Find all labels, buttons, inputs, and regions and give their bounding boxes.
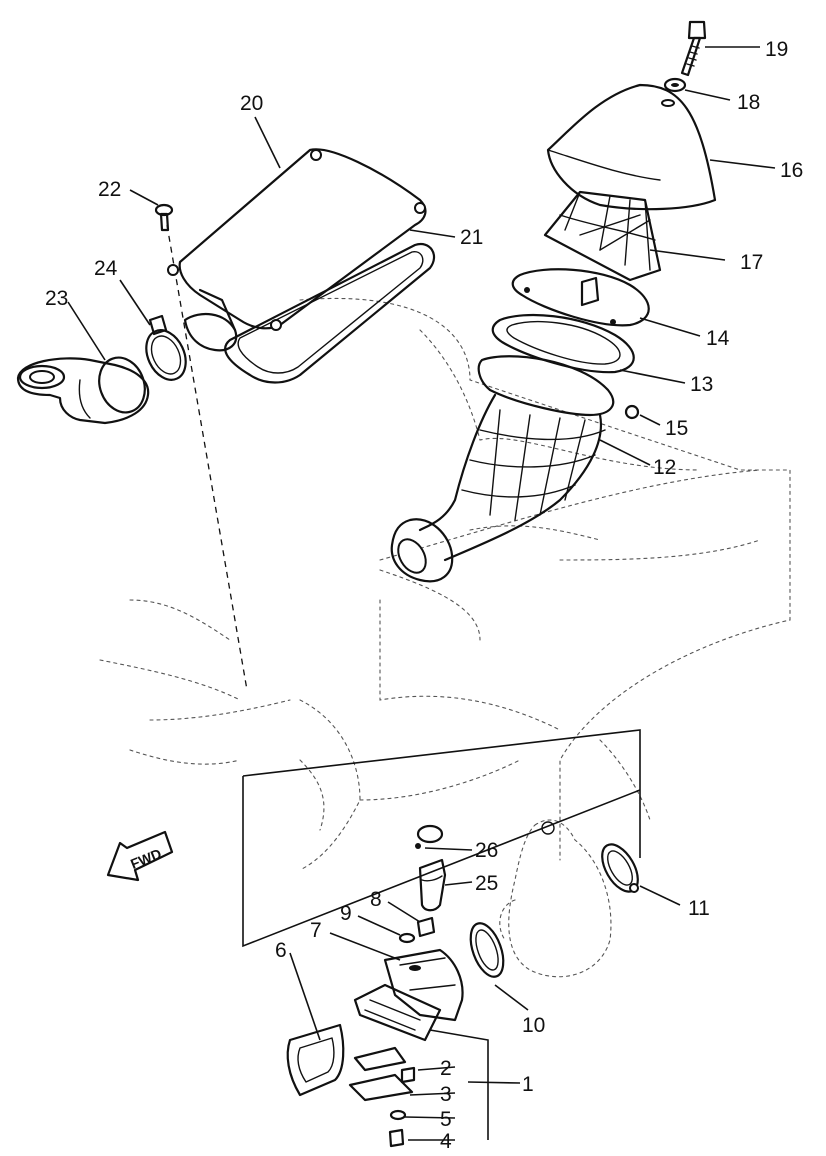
part-13-gasket — [491, 313, 635, 374]
label-part-11: 11 — [688, 897, 710, 920]
part-12-intake-duct — [390, 355, 615, 583]
part-15-nut — [624, 404, 640, 420]
label-part-2: 2 — [440, 1057, 452, 1080]
part-17-frame — [543, 190, 662, 282]
leader-lines — [67, 46, 776, 1141]
part-5-washer — [389, 1109, 407, 1121]
part-4-screw — [388, 1128, 405, 1148]
part-14-plate — [511, 268, 650, 327]
part-8-screw — [416, 916, 436, 938]
fwd-direction-arrow: FWD — [106, 830, 174, 882]
part-16-cone-cover — [546, 83, 717, 211]
part-9-spring — [398, 932, 416, 944]
label-part-6: 6 — [275, 939, 287, 962]
hull-background — [99, 297, 791, 871]
part-18-washer — [663, 77, 687, 93]
label-part-7: 7 — [310, 919, 322, 942]
fwd-label: FWD — [128, 845, 164, 872]
label-part-20: 20 — [240, 92, 263, 115]
part-24-clamp — [145, 314, 187, 381]
label-part-24: 24 — [94, 257, 118, 280]
label-part-8: 8 — [370, 888, 382, 911]
part-6-gasket — [286, 1023, 345, 1097]
part-21-gasket — [224, 242, 436, 384]
part-23-elbow-hose — [16, 356, 150, 425]
label-part-15: 15 — [665, 417, 688, 440]
part-25-fitting — [418, 858, 447, 912]
label-part-5: 5 — [440, 1108, 452, 1131]
label-part-3: 3 — [440, 1083, 452, 1106]
part-20-box-cover — [167, 148, 427, 352]
label-part-25: 25 — [475, 872, 498, 895]
label-part-14: 14 — [706, 327, 730, 350]
label-part-10: 10 — [522, 1014, 545, 1037]
label-part-16: 16 — [780, 159, 803, 182]
lower-assembly-frame — [242, 729, 641, 948]
part-11-clamp — [601, 843, 639, 893]
reed-plates — [348, 1046, 414, 1102]
label-part-22: 22 — [98, 178, 121, 201]
part-26-cap — [415, 824, 444, 849]
label-part-4: 4 — [440, 1130, 452, 1153]
reed-valve-block — [353, 983, 442, 1042]
label-part-1: 1 — [522, 1073, 534, 1096]
engine-body — [499, 819, 612, 978]
alignment-line-bolt — [166, 224, 248, 691]
label-part-26: 26 — [475, 839, 498, 862]
label-part-19: 19 — [765, 38, 788, 61]
label-part-12: 12 — [653, 456, 676, 479]
label-part-21: 21 — [460, 226, 483, 249]
part-22-bolt — [154, 203, 174, 232]
part-2-screw — [400, 1066, 416, 1084]
label-part-23: 23 — [45, 287, 68, 310]
part-10-clamp — [469, 922, 505, 978]
part-19-bolt — [680, 20, 707, 77]
part-number-labels: 19 18 16 17 14 13 15 12 20 21 22 24 23 1… — [45, 38, 803, 1153]
label-part-18: 18 — [737, 91, 760, 114]
label-part-17: 17 — [740, 251, 763, 274]
part-7-carburetor — [383, 948, 464, 1022]
label-part-9: 9 — [340, 902, 352, 925]
label-part-13: 13 — [690, 373, 713, 396]
